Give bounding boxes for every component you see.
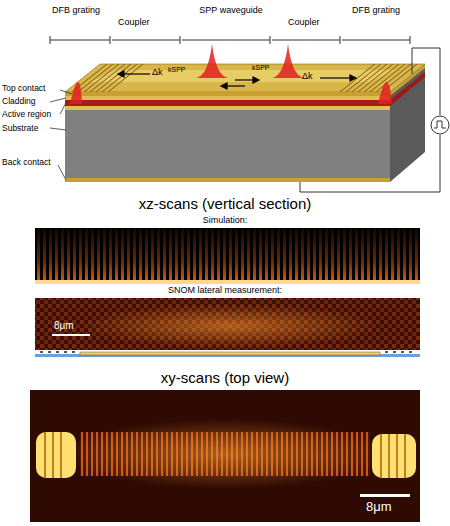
section-heading: xy-scans (top view) [0, 370, 450, 387]
section-label: DFB grating [48, 6, 104, 16]
wavevector-label: kSPP [168, 66, 186, 74]
layer-label: Substrate [2, 124, 38, 133]
section-heading: xz-scans (vertical section) [0, 196, 450, 213]
scale-label: 8μm [54, 320, 74, 331]
panel-label: Simulation: [0, 216, 450, 226]
panel-label: SNOM lateral measurement: [0, 286, 450, 296]
layer-label: Active region [2, 110, 51, 119]
wavevector-label: Δk [152, 68, 163, 78]
wavevector-label: kSPP [252, 64, 270, 72]
wavevector-label: Δk [302, 72, 313, 82]
section-label: Coupler [118, 18, 150, 28]
section-label: DFB grating [348, 6, 404, 16]
section-label: Coupler [288, 18, 320, 28]
layer-label: Top contact [2, 84, 45, 93]
layer-label: Back contact [2, 158, 51, 167]
layer-label: Cladding [2, 97, 36, 106]
scale-label: 8μm [366, 500, 392, 514]
section-label: SPP waveguide [196, 6, 266, 16]
